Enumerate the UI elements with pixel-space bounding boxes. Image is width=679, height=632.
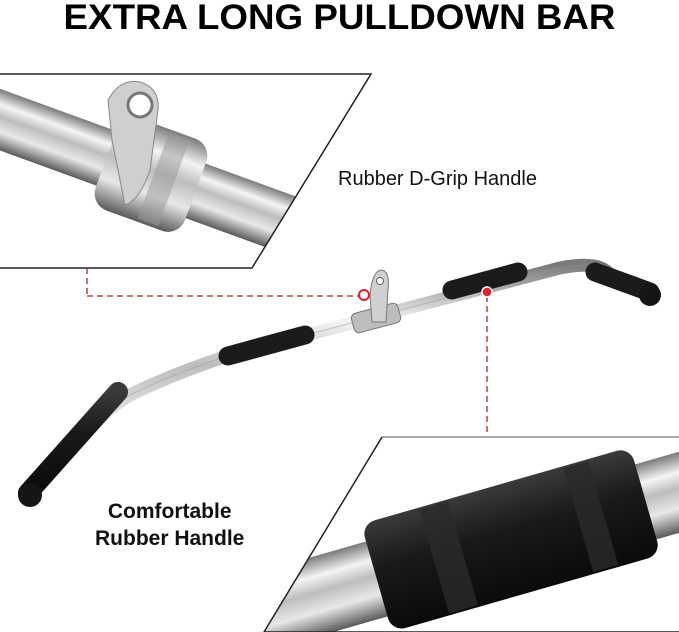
pulldown-bar (18, 258, 661, 507)
rubber-handle-label: Comfortable Rubber Handle (95, 498, 244, 552)
handle-marker (481, 286, 493, 298)
dgrip-detail-panel (0, 74, 356, 268)
rubber-handle-label-line2: Rubber Handle (95, 527, 245, 550)
page-title: EXTRA LONG PULLDOWN BAR (63, 0, 616, 37)
rubber-handle-label-line1: Comfortable (107, 500, 232, 523)
rubber-handle-detail-panel (264, 437, 679, 632)
dgrip-label: Rubber D-Grip Handle (338, 168, 537, 190)
dgrip-marker (358, 289, 370, 301)
callout-line-dgrip (86, 268, 360, 297)
